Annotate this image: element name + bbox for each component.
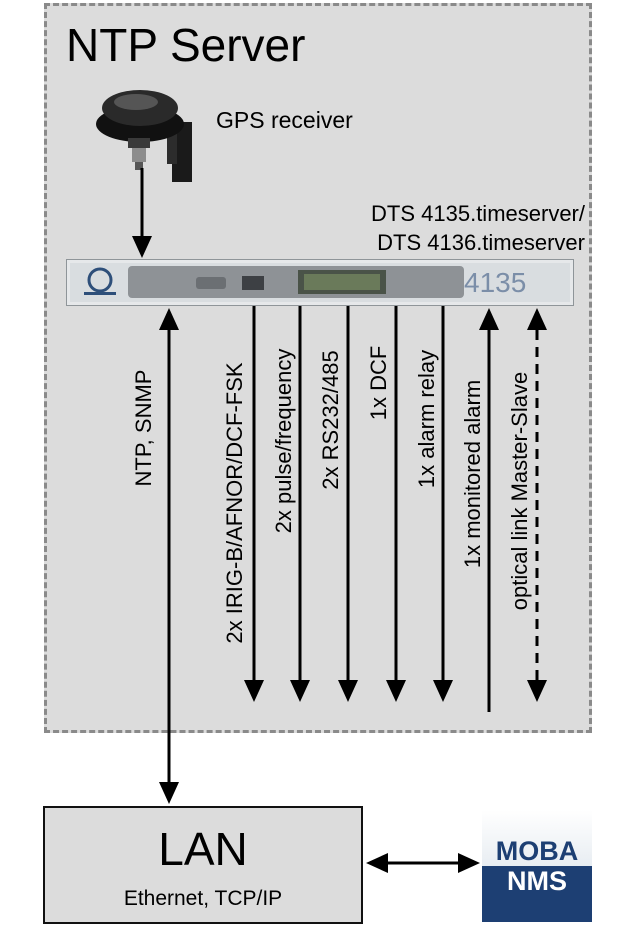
svg-text:4135: 4135 <box>464 267 526 298</box>
gps-receiver-label: GPS receiver <box>216 107 353 133</box>
device-display-digits: 4135 <box>464 267 526 298</box>
label-irig: 2x IRIG-B/AFNOR/DCF-FSK <box>222 362 247 644</box>
gps-receiver-icon <box>96 90 192 182</box>
label-dcf: 1x DCF <box>366 345 391 421</box>
lan-subtitle: Ethernet, TCP/IP <box>123 887 283 910</box>
label-monitored-alarm: 1x monitored alarm <box>460 379 485 569</box>
lan-title: LAN <box>158 823 248 875</box>
ntp-server-title: NTP Server <box>66 19 306 71</box>
moba-logo-bottom <box>482 866 592 922</box>
moba-logo-top <box>482 810 592 866</box>
nms-logo-word: NMS <box>507 866 567 896</box>
timeserver-device: 4135 <box>66 259 574 306</box>
device-model-label: DTS 4135.timeserver/ <box>371 201 585 226</box>
lan-box: LAN Ethernet, TCP/IP <box>43 806 363 924</box>
label-pulse-frequency: 2x pulse/frequency <box>271 348 296 534</box>
label-ntp-snmp: NTP, SNMP <box>131 369 156 487</box>
label-alarm-relay: 1x alarm relay <box>414 349 439 489</box>
label-rs232: 2x RS232/485 <box>318 350 343 490</box>
label-optical-link: optical link Master-Slave <box>507 371 532 611</box>
moba-nms-logo: MOBA NMS <box>482 810 592 922</box>
device-model-label-2: DTS 4136.timeserver <box>377 230 585 255</box>
moba-logo-word: MOBA <box>495 836 579 866</box>
